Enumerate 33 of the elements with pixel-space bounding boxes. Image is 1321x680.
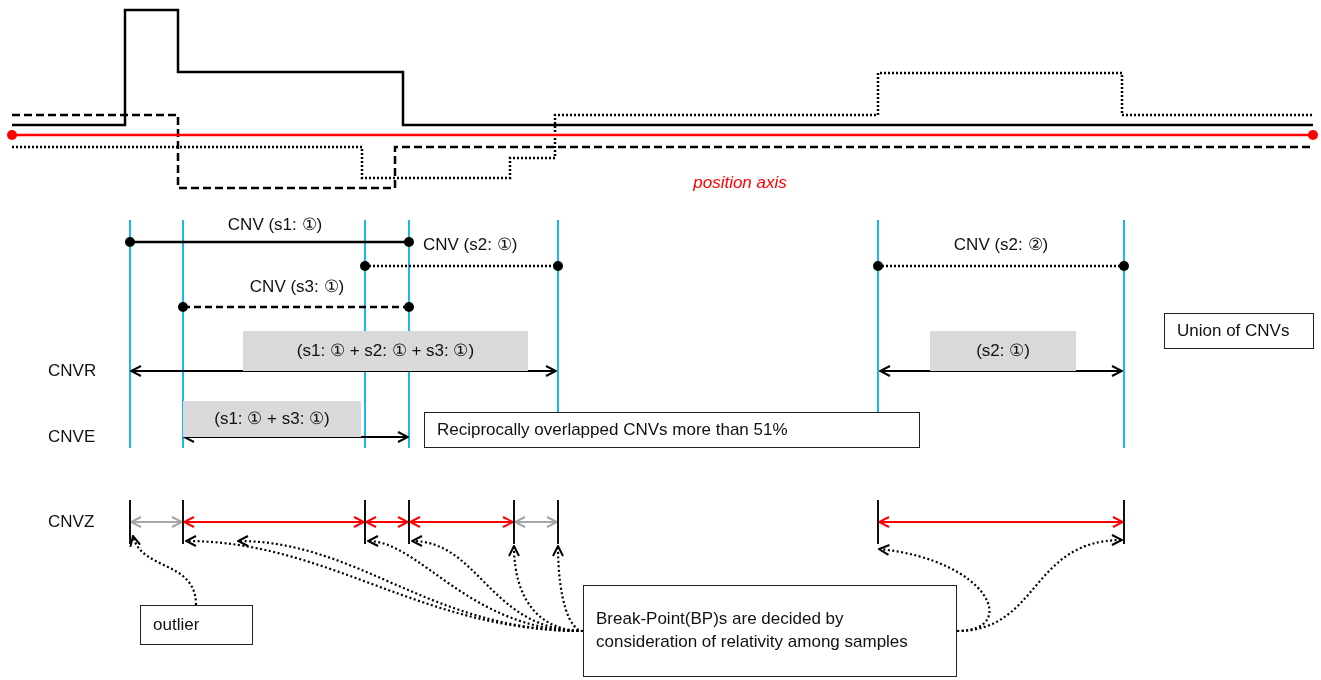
- highlighted-label: (s1: ① + s2: ① + s3: ①): [243, 331, 528, 371]
- span-arrow: [365, 516, 409, 528]
- span-arrow: [130, 516, 183, 528]
- highlighted-label: (s1: ① + s3: ①): [183, 401, 361, 437]
- breakpoint-tick: [129, 500, 131, 544]
- breakpoint-tick: [877, 500, 879, 544]
- note-box: outlier: [140, 605, 253, 645]
- leader-line: [130, 535, 198, 606]
- span-arrow: [514, 516, 558, 528]
- segment-label: CNV (s1: ①): [226, 214, 324, 236]
- leader-line: [956, 534, 1123, 633]
- row-label: CNVR: [48, 360, 97, 382]
- axis-label: position axis: [692, 172, 788, 194]
- breakpoint-tick: [182, 500, 184, 544]
- span-arrow: [409, 516, 514, 528]
- segment-label: CNV (s2: ②): [952, 234, 1050, 256]
- segment-label: CNV (s2: ①): [423, 234, 518, 256]
- breakpoint-tick: [408, 500, 410, 544]
- span-arrow: [183, 516, 365, 528]
- breakpoint-tick: [364, 500, 366, 544]
- leader-line: [878, 544, 991, 633]
- segment-label: CNV (s3: ①): [248, 276, 346, 298]
- note-box: Break-Point(BP)s are decided by consideration of relativity among samples: [583, 585, 957, 677]
- note-box: Union of CNVs: [1164, 313, 1314, 349]
- row-label: CNVE: [48, 426, 96, 448]
- breakpoint-tick: [1123, 500, 1125, 544]
- row-label: CNVZ: [48, 511, 95, 533]
- breakpoint-tick: [513, 500, 515, 544]
- note-box: Reciprocally overlapped CNVs more than 51%: [424, 412, 920, 448]
- breakpoint-tick: [557, 500, 559, 544]
- leader-line: [552, 545, 584, 633]
- span-arrow: [878, 516, 1124, 528]
- highlighted-label: (s2: ①): [930, 331, 1076, 371]
